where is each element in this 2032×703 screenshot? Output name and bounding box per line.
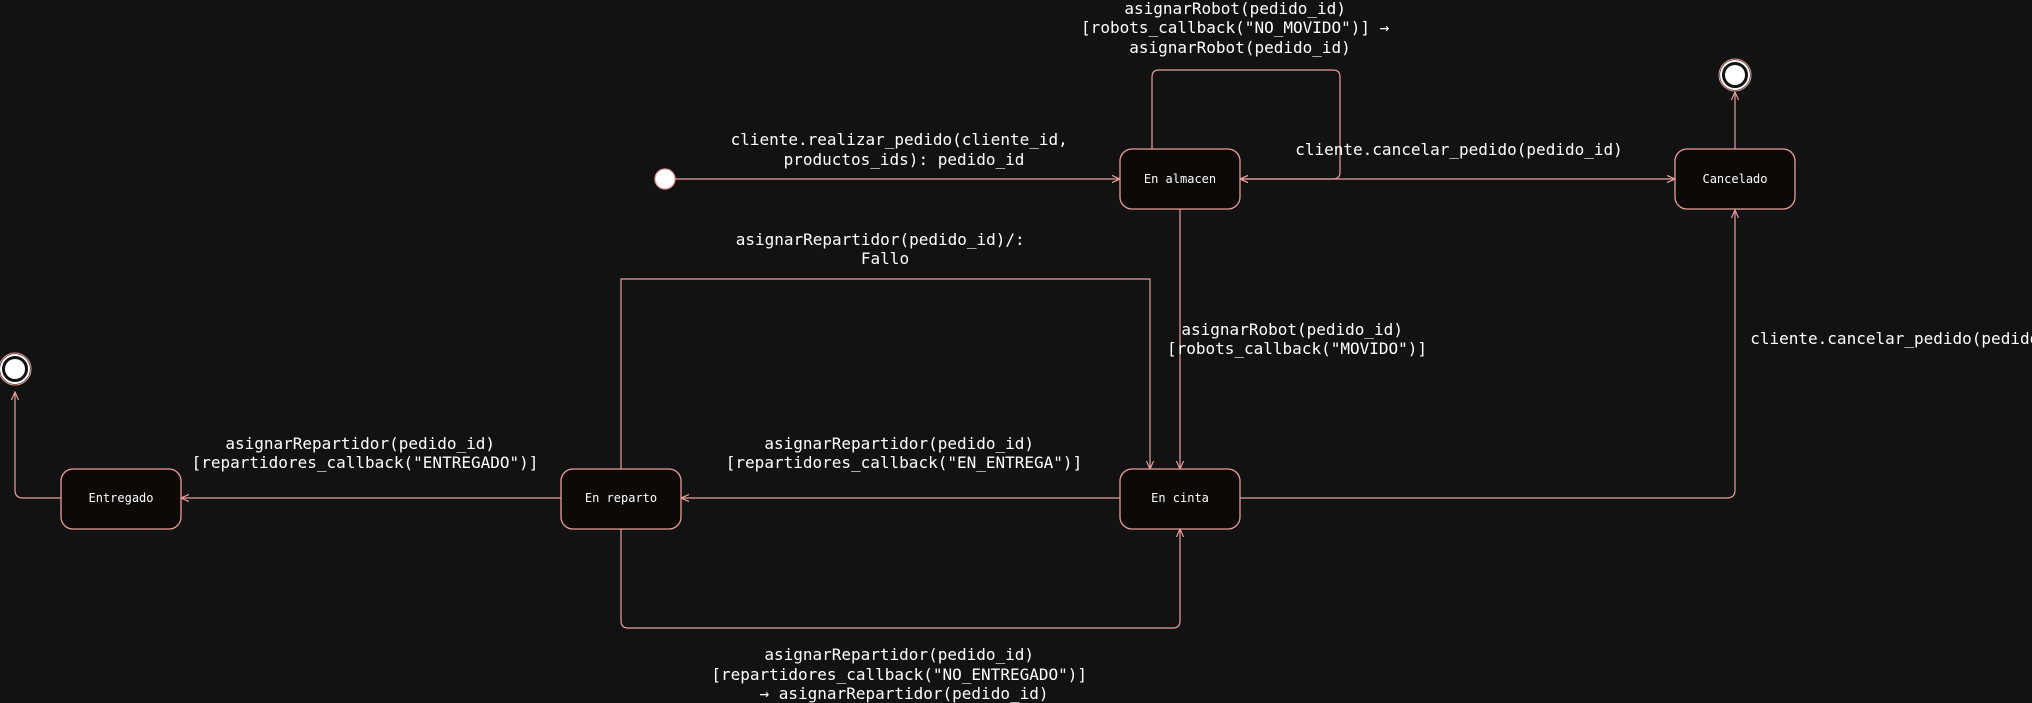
- state-en-cinta: En cinta: [1119, 468, 1241, 530]
- final-node-entregado: [0, 352, 32, 386]
- label-cancelar-almacen: cliente.cancelar_pedido(pedido_id): [1295, 140, 1623, 159]
- edge-fallo: [620, 278, 1150, 469]
- label-realizar-pedido: cliente.realizar_pedido(cliente_id, prod…: [731, 130, 1078, 169]
- label-entregado: asignarRepartidor(pedido_id) [repartidor…: [192, 434, 539, 472]
- label-movido: asignarRobot(pedido_id) [robots_callback…: [1167, 320, 1427, 358]
- label-no-movido: asignarRobot(pedido_id) [robots_callback…: [1081, 0, 1399, 57]
- label-en-entrega: asignarRepartidor(pedido_id) [repartidor…: [726, 434, 1082, 472]
- initial-node: [654, 168, 676, 190]
- state-label: En cinta: [1151, 491, 1209, 505]
- state-en-almacen: En almacen: [1119, 148, 1241, 210]
- state-entregado: Entregado: [60, 468, 182, 530]
- edge-no-entregado: [620, 528, 1180, 629]
- state-label: En reparto: [585, 491, 657, 505]
- state-label: En almacen: [1144, 172, 1216, 186]
- state-label: Cancelado: [1702, 172, 1767, 186]
- state-label: Entregado: [88, 491, 153, 505]
- state-en-reparto: En reparto: [560, 468, 682, 530]
- label-cancelar-cinta: cliente.cancelar_pedido(pedido_id): [1750, 329, 2032, 348]
- edge-cancelar-cinta: [1240, 210, 1735, 499]
- state-cancelado: Cancelado: [1674, 148, 1796, 210]
- edge-entregado-final: [15, 392, 61, 499]
- final-node-cancelado: [1718, 58, 1752, 92]
- label-fallo: asignarRepartidor(pedido_id)/: Fallo: [736, 230, 1035, 268]
- label-no-entregado: asignarRepartidor(pedido_id) [repartidor…: [711, 645, 1096, 703]
